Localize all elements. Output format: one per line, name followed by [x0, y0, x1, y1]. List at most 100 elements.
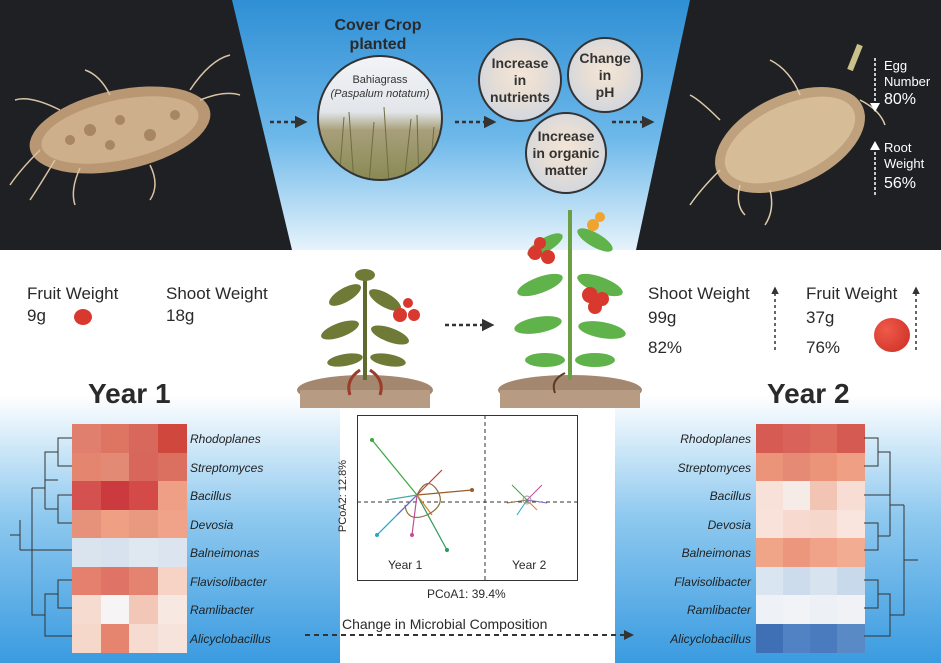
heatmap-cell: [157, 509, 187, 539]
heatmap-cell: [129, 509, 158, 539]
year2-title: Year 2: [767, 378, 850, 409]
heatmap-cell: [783, 452, 811, 482]
heatmap-cell: [837, 566, 865, 596]
heatmap-cell: [129, 538, 158, 567]
genus-label: Streptomyces: [190, 460, 264, 475]
y2-shoot-weight-label: Shoot Weight: [648, 284, 750, 303]
heatmap-cell: [157, 424, 187, 453]
genus-label: Rhodoplanes: [190, 432, 261, 446]
heatmap-cell: [810, 623, 838, 653]
heatmap-cell: [72, 595, 101, 624]
heatmap-cell: [100, 424, 130, 453]
heatmap-cell: [72, 623, 101, 653]
pcoa-year1-label: Year 1: [388, 558, 423, 572]
heatmap-cell: [100, 538, 130, 567]
heatmap-cell: [100, 595, 130, 624]
genus-label: Balneimonas: [190, 546, 260, 560]
heatmap-cell: [810, 452, 838, 482]
heatmap-cell: [810, 509, 838, 539]
genus-label: Ramlibacter: [190, 603, 255, 617]
heatmap-cell: [100, 623, 130, 653]
heatmap-cell: [810, 538, 838, 567]
heatmap-cell: [837, 509, 865, 539]
large-tomato-icon: [874, 318, 910, 352]
heatmap-cell: [756, 566, 784, 596]
heatmap-cell: [157, 452, 187, 482]
heatmap-cell: [837, 452, 865, 482]
heatmap-cell: [783, 424, 811, 453]
genus-label: Balneimonas: [681, 546, 751, 560]
heatmap-cell: [810, 424, 838, 453]
heatmap-cell: [129, 452, 158, 482]
heatmap-cell: [72, 566, 101, 596]
heatmap-cell: [72, 481, 101, 510]
heatmap-cell: [837, 623, 865, 653]
heatmap-cell: [129, 424, 158, 453]
small-tomato-icon: [74, 309, 92, 325]
y2-fruit-weight-value: 37g: [806, 308, 835, 327]
bahiagrass-photo-circle: Bahiagrass (Paspalum notatum): [317, 55, 443, 181]
pcoa-x-axis-label: PCoA1: 39.4%: [427, 587, 506, 601]
genus-label: Bacillus: [190, 489, 232, 503]
pcoa-scatter: [357, 415, 578, 581]
heatmap-cell: [100, 452, 130, 482]
dark-panels: [0, 0, 941, 250]
year2-heatmap: [756, 424, 865, 653]
heatmap-cell: [756, 424, 784, 453]
heatmap-cell: [756, 595, 784, 624]
heatmap-cell: [756, 538, 784, 567]
y2-shoot-weight-value: 99g: [648, 308, 677, 327]
genus-label: Rhodoplanes: [680, 432, 751, 446]
cover-crop-title-line2: planted: [349, 36, 407, 53]
heatmap-cell: [157, 538, 187, 567]
heatmap-cell: [129, 566, 158, 596]
dendrograms: [10, 437, 918, 637]
heatmap-cell: [756, 509, 784, 539]
genus-label: Flavisolibacter: [674, 574, 751, 589]
heatmap-cell: [129, 623, 158, 653]
heatmap-cell: [810, 481, 838, 510]
cover-crop-title: Cover Crop planted: [318, 16, 438, 54]
genus-label: Devosia: [707, 517, 751, 532]
heatmap-cell: [72, 452, 101, 482]
heatmap-cell: [72, 509, 101, 539]
heatmap-cell: [157, 595, 187, 624]
y2-fruit-weight-label: Fruit Weight: [806, 284, 898, 303]
heatmap-cell: [129, 481, 158, 510]
heatmap-cell: [756, 623, 784, 653]
y1-shoot-weight-value: 18g: [166, 306, 195, 325]
plants-illustration: [297, 210, 642, 408]
heatmap-cell: [100, 481, 130, 510]
heatmap-cell: [783, 538, 811, 567]
pcoa-plot-frame: [357, 415, 578, 581]
heatmap-cell: [100, 509, 130, 539]
heatmap-cell: [157, 566, 187, 596]
pcoa-year2-cluster: [506, 484, 548, 516]
year1-dendrogram: [10, 437, 72, 637]
egg-number-metric: Egg Number 80%: [884, 58, 931, 108]
heatmap-cell: [783, 481, 811, 510]
pcoa-year2-label: Year 2: [512, 558, 547, 572]
galled-root-image-left: [9, 54, 241, 206]
pcoa-year1-cluster: [370, 438, 474, 552]
genus-label: Bacillus: [709, 489, 751, 503]
heatmap-cell: [837, 481, 865, 510]
genus-label: Ramlibacter: [686, 603, 751, 617]
y1-fruit-weight-value: 9g: [27, 306, 46, 325]
y2-shoot-weight-percent: 82%: [648, 338, 683, 357]
root-weight-metric: Root Weight 56%: [884, 140, 925, 192]
heatmap-cell: [783, 509, 811, 539]
bahiagrass-latin-label: (Paspalum notatum): [330, 88, 430, 100]
heatmap-cell: [756, 452, 784, 482]
heatmap-cell: [157, 623, 187, 653]
heatmap-cell: [837, 424, 865, 453]
y2-fruit-weight-percent: 76%: [806, 338, 841, 357]
y1-shoot-weight-label: Shoot Weight: [166, 284, 268, 303]
heatmap-cell: [783, 595, 811, 624]
year1-title: Year 1: [88, 378, 171, 409]
heatmap-cell: [810, 595, 838, 624]
